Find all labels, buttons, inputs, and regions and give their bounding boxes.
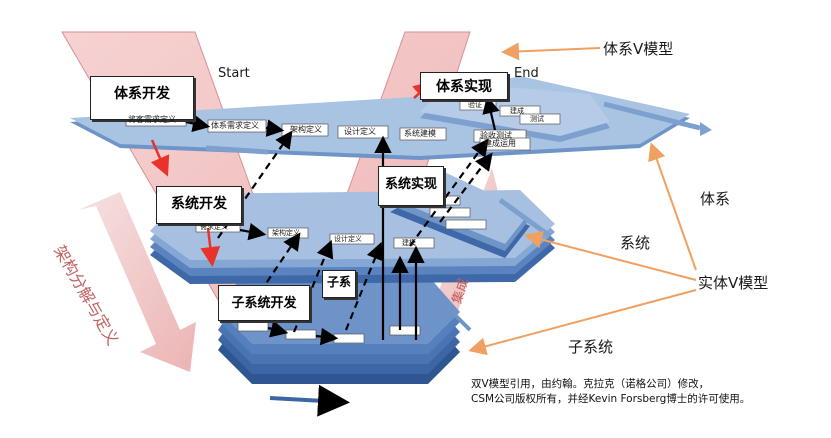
box-sos-implementation: 体系实现 [420,72,508,100]
side-arrows [205,101,712,332]
plate-label: 建成运用 [484,139,516,148]
end-label: End [514,66,539,81]
sos-label: 体系 [700,190,731,208]
plate-label: 设计定义 [334,235,362,243]
credit-line-1: 双V模型引用，由约翰。克拉克（诺格公司）修改， [471,378,710,390]
box-subsystem-implementation: 子系 [322,270,356,298]
plate-label: 建模 [402,239,416,247]
plate-label: 验证 [468,101,482,109]
system-label: 系统 [620,234,651,252]
box-sos-development: 体系开发 [90,76,194,120]
plate-label: 架构定义 [290,125,322,134]
credit-note: 双V模型引用，由约翰。克拉克（诺格公司）修改， CSM公司版权所有，并经Kevi… [471,377,750,407]
plate-tags [125,99,561,344]
plate-label: 将客需求定义 [128,115,176,124]
orange-pointers [468,42,697,356]
plate-label: 系统建模 [404,129,436,138]
entity-v-model-label: 实体V模型 [698,274,769,292]
credit-line-2: CSM公司版权所有，并经Kevin Forsberg博士的许可使用。 [471,393,751,405]
plate-label: 需求定义 [200,223,228,231]
subsystem-label: 子系统 [568,338,614,356]
plate-label: 架构定义 [272,229,300,237]
plate-label: 测试 [530,115,544,123]
plate-label: 体系需求定义 [211,121,259,130]
plate-label: 设计定义 [344,127,376,136]
box-subsystem-development: 子系统开发 [218,285,310,321]
decompose-arrow [78,192,196,372]
plate-label: 验收测试 [480,131,512,140]
subsystem-base-arrow [269,384,350,417]
sos-v-model-label: 体系V模型 [603,40,674,58]
start-label: Start [218,66,250,81]
box-system-implementation: 系统实现 [378,166,444,206]
plate-label: 建成 [510,107,524,115]
box-system-development: 系统开发 [156,186,242,224]
